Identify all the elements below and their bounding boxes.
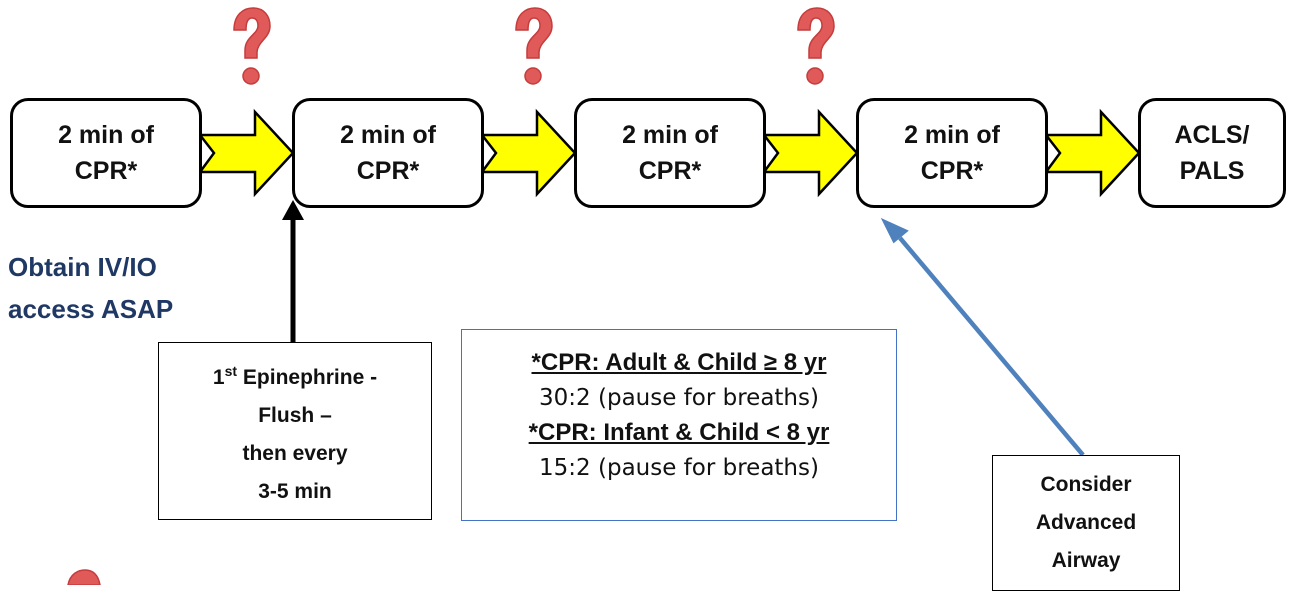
airway-line: Consider [1040, 473, 1132, 496]
cpr-info-box: *CPR: Adult & Child ≥ 8 yr 30:2 (pause f… [461, 329, 897, 521]
step-label: ACLS/ PALS [1174, 121, 1250, 185]
cpr-infant-header: *CPR: Infant & Child < 8 yr [528, 419, 830, 446]
airway-box: Consider Advanced Airway [992, 455, 1180, 591]
access-note-line: Obtain IV/IO [8, 252, 157, 282]
epinephrine-box: 1st Epinephrine - Flush – then every 3-5… [158, 342, 432, 520]
epinephrine-line: 1st Epinephrine - [159, 352, 431, 397]
epinephrine-line: 3-5 min [258, 479, 332, 503]
flow-arrow-2 [479, 108, 577, 198]
question-mark-icon [797, 7, 835, 85]
cpr-adult-header: *CPR: Adult & Child ≥ 8 yr [531, 349, 827, 376]
question-mark-icon [233, 7, 271, 85]
epinephrine-line: then every [242, 441, 348, 465]
step-cpr-4: 2 min of CPR* [856, 98, 1048, 208]
epinephrine-arrow [282, 200, 304, 342]
flow-arrow-3 [761, 108, 859, 198]
flow-arrow-1 [197, 108, 295, 198]
epinephrine-ordinal: 1 [212, 365, 225, 389]
question-mark-icon [67, 569, 101, 585]
flow-arrow-4 [1043, 108, 1141, 198]
airway-line: Advanced [1035, 511, 1137, 534]
step-acls-pals: ACLS/ PALS [1138, 98, 1286, 208]
step-label: 2 min of CPR* [904, 121, 1000, 185]
airway-line: Airway [1051, 549, 1121, 572]
airway-arrow [880, 217, 1085, 457]
epinephrine-text: Epinephrine - [237, 365, 378, 389]
question-mark-icon [515, 7, 553, 85]
step-cpr-3: 2 min of CPR* [574, 98, 766, 208]
step-label: 2 min of CPR* [58, 121, 154, 185]
step-cpr-2: 2 min of CPR* [292, 98, 484, 208]
step-label: 2 min of CPR* [340, 121, 436, 185]
epinephrine-superscript: st [224, 362, 238, 379]
access-note: Obtain IV/IO access ASAP [8, 246, 173, 330]
step-cpr-1: 2 min of CPR* [10, 98, 202, 208]
cpr-adult-ratio: 30:2 (pause for breaths) [539, 385, 819, 411]
epinephrine-line: Flush – [258, 403, 332, 427]
cpr-infant-ratio: 15:2 (pause for breaths) [539, 455, 819, 481]
access-note-line: access ASAP [8, 294, 174, 324]
step-label: 2 min of CPR* [622, 121, 718, 185]
